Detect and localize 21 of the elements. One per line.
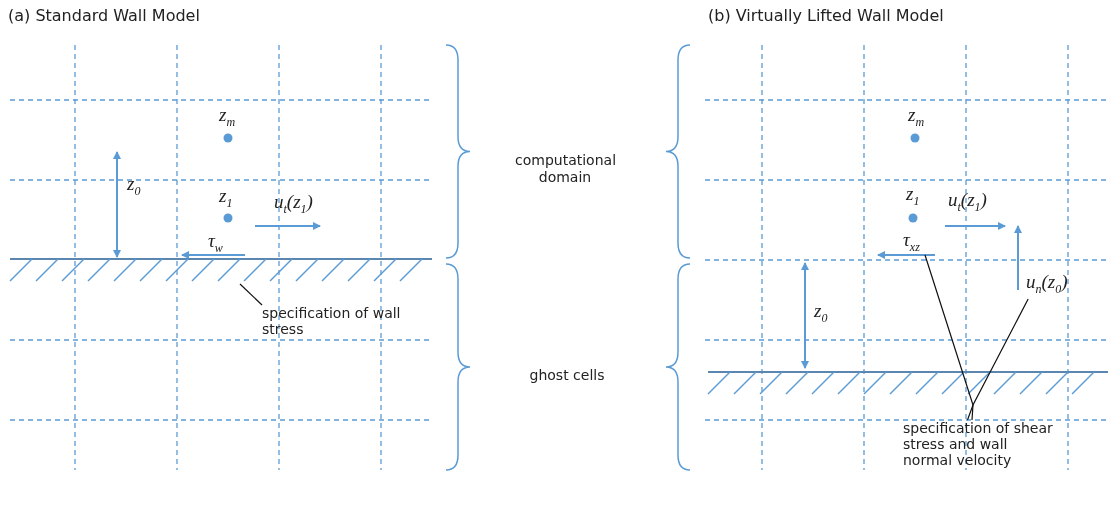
math-label: z$_{1}$ (906, 183, 920, 209)
annotation-text: specification of shear stress and wall normal velocity (903, 420, 1053, 480)
math-label: τ$_{xz}$ (903, 229, 947, 255)
panel-title: (a) Standard Wall Model (8, 6, 200, 26)
math-label: z$_{m}$ (908, 104, 925, 130)
math-label: u$_{n}$(z$_{0}$) (1026, 271, 1098, 299)
math-label: z$_{m}$ (219, 104, 236, 130)
annotation-text: ghost cells (528, 367, 606, 384)
annotation-text: computational domain (515, 152, 615, 186)
annotation-text: specification of wall stress (262, 305, 412, 345)
hatched-wall (10, 258, 432, 284)
math-label: z$_{0}$ (127, 173, 141, 199)
leader-line (239, 283, 263, 306)
math-label: u$_{t}$(z$_{1}$) (948, 189, 987, 215)
math-label: τ$_{w}$ (208, 230, 223, 256)
math-label: z$_{1}$ (219, 185, 233, 211)
panel-title: (b) Virtually Lifted Wall Model (708, 6, 944, 26)
leader-line (971, 298, 1029, 421)
math-label: z$_{0}$ (814, 300, 828, 326)
leader-line (924, 254, 974, 421)
math-label: u$_{t}$(z$_{1}$) (274, 191, 313, 217)
